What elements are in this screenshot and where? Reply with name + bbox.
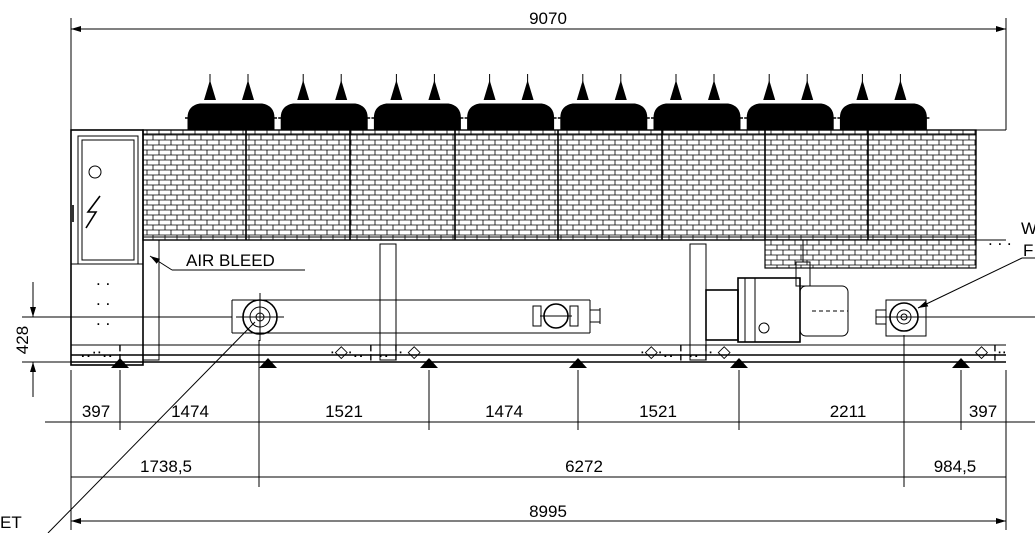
base-length-label: 8995 [529, 502, 567, 521]
overall-length-dimension: 9070 [70, 9, 1007, 130]
height-dimension: 428 [13, 282, 232, 397]
svg-text:∙◇∙‥ ¦ ‥ ¦∙ ◇: ∙◇∙‥ ¦ ‥ ¦∙ ◇ [640, 342, 732, 361]
spacing-label-7: 397 [969, 402, 997, 421]
inlet-offset-label: 1738,5 [140, 457, 192, 476]
spacing-label-2: 1474 [171, 402, 209, 421]
fan-unit [744, 74, 837, 130]
spacing-label-5: 1521 [639, 402, 677, 421]
svg-text:◇ ¦∙∙: ◇ ¦∙∙ [975, 342, 1007, 361]
support-feet [111, 358, 970, 368]
fan-row [185, 74, 930, 130]
spacing-label-6: 2211 [830, 402, 867, 421]
base-frame: ‥·∙‥ ¦ ∙◇∙‥ ¦ ‥ ¦∙ ◇ ∙◇∙‥ ¦ ‥ ¦∙ ◇ ◇ ¦∙∙ [71, 239, 1007, 363]
electrical-cabinet: . . . . . . [70, 129, 144, 366]
condenser-coil: . . . [142, 129, 1012, 269]
svg-text:‥·∙‥ ¦: ‥·∙‥ ¦ [80, 342, 122, 361]
outlet-callout: W F [917, 219, 1035, 309]
support-foot [952, 358, 970, 368]
air-bleed-label: AIR BLEED [186, 251, 275, 270]
height-label: 428 [13, 326, 32, 354]
fan-unit [651, 74, 743, 130]
outlet-label-line-1: W [1021, 219, 1035, 238]
inlet-label: ET [0, 513, 22, 532]
spacing-label-3: 1521 [325, 402, 363, 421]
outlet-offset-label: 984,5 [934, 457, 977, 476]
outlet-connection [875, 299, 1035, 337]
svg-text:. .: . . [96, 310, 110, 329]
support-foot [730, 358, 748, 368]
fan-unit [371, 74, 464, 130]
support-foot [420, 358, 438, 368]
fan-unit [837, 74, 930, 130]
fan-unit [278, 74, 371, 130]
spacing-label-4: 1474 [485, 402, 523, 421]
svg-text:. . .: . . . [988, 230, 1012, 249]
svg-text:. .: . . [96, 290, 110, 309]
support-foot [569, 358, 587, 368]
overall-length-label: 9070 [529, 9, 567, 28]
air-bleed-callout: AIR BLEED [149, 251, 305, 271]
fan-unit [185, 74, 277, 130]
svg-text:∙◇∙‥ ¦ ‥ ¦∙ ◇: ∙◇∙‥ ¦ ‥ ¦∙ ◇ [330, 342, 422, 361]
pump-motor-assembly [705, 240, 849, 343]
bottom-dimensions [45, 335, 1035, 530]
fan-unit [557, 74, 650, 130]
fan-unit [464, 74, 557, 130]
inlet-callout: ET [0, 321, 256, 533]
connection-span-label: 6272 [565, 457, 603, 476]
support-foot [111, 358, 129, 368]
svg-text:. .: . . [96, 270, 110, 289]
support-foot [259, 358, 277, 368]
spacing-label-1: 397 [82, 402, 110, 421]
inlet-connection [236, 293, 284, 341]
header-valve [532, 303, 579, 329]
outlet-label-line-2: F [1023, 241, 1033, 260]
